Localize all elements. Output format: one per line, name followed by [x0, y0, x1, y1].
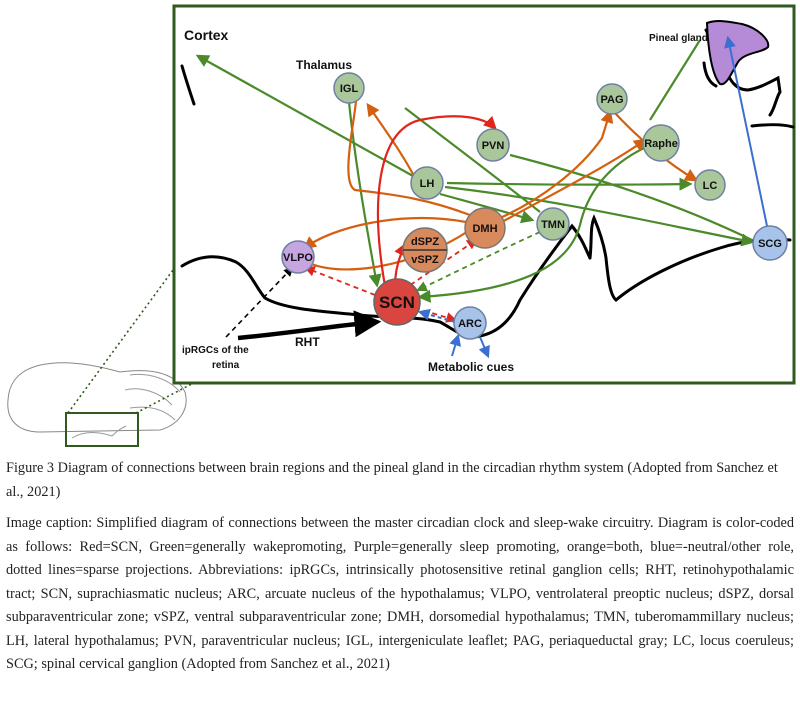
circadian-connection-diagram: SCN IGL PVN PAG Raphe LH LC TMN DMH dSPZ…: [7, 4, 796, 447]
red-sparse-projections: [303, 238, 478, 323]
node-tmn-label: TMN: [541, 219, 565, 231]
metabolic-down-arrow: [478, 336, 490, 359]
node-pvn-label: PVN: [482, 140, 505, 152]
dmh-to-lh-arrow: [347, 99, 471, 217]
figure-caption: Image caption: Simplified diagram of con…: [6, 515, 794, 672]
blue-projections: [417, 35, 768, 359]
tmn-to-scn-sparse-arrow: [416, 231, 541, 292]
node-vlpo-label: VLPO: [283, 252, 313, 264]
scn-to-arc-sparse-arrow: [414, 307, 458, 323]
node-lc-label: LC: [703, 180, 718, 192]
dmh-to-vlpo-arrow: [302, 217, 467, 250]
figure-title: Figure 3 Diagram of connections between …: [6, 460, 778, 500]
node-lc: LC: [694, 169, 726, 201]
zoom-region-box: [65, 412, 139, 447]
node-scg: SCG: [752, 225, 788, 261]
node-lh: LH: [410, 166, 444, 200]
node-igl-label: IGL: [340, 83, 359, 95]
pvn-to-scg-arrow: [509, 153, 753, 241]
node-scn-label: SCN: [379, 293, 415, 312]
pineal-gland-shape: [705, 20, 770, 86]
node-dspz-label: dSPZ: [411, 236, 439, 248]
node-arc: ARC: [453, 306, 487, 340]
rht-arrow: [237, 310, 382, 341]
node-spz: dSPZ vSPZ: [402, 227, 448, 273]
tmn-to-cortex-arrow: [404, 107, 541, 213]
raphe-to-scn-arrow: [417, 147, 645, 303]
node-pag: PAG: [596, 83, 628, 115]
node-dmh-label: DMH: [472, 223, 497, 235]
cortex-label: Cortex: [184, 27, 229, 43]
lh-to-cortex-arrow: [195, 54, 414, 177]
node-scg-label: SCG: [758, 238, 782, 250]
scn-to-pvn-arrow: [376, 115, 497, 287]
iprgc-to-vlpo-dashed-arrow: [225, 266, 294, 338]
node-raphe-label: Raphe: [644, 138, 678, 150]
arc-to-scn-sparse-arrow: [417, 308, 456, 323]
node-raphe: Raphe: [642, 124, 680, 162]
node-igl: IGL: [333, 72, 365, 104]
scg-to-pineal-arrow: [724, 35, 768, 227]
node-arc-label: ARC: [458, 318, 482, 330]
zoom-line-left: [67, 269, 174, 414]
dmh-to-pag-arrow: [499, 109, 614, 220]
lh-to-tmn-arrow: [439, 192, 535, 224]
scg-pineal-link: [649, 39, 701, 121]
iprgcs-label-line1: ipRGCs of the: [182, 345, 249, 356]
lh-to-lc-arrow: [446, 177, 693, 191]
lh-to-scg-arrow: [444, 185, 755, 247]
node-scn: SCN: [373, 278, 421, 326]
dmh-to-raphe-arrow: [501, 138, 648, 223]
scn-to-vlpo-sparse-arrow: [303, 266, 376, 296]
node-dmh: DMH: [464, 207, 506, 249]
rht-label: RHT: [295, 335, 320, 349]
node-pag-label: PAG: [600, 94, 623, 106]
scn-to-dmh-sparse-arrow: [402, 238, 478, 291]
brain-thumbnail: [7, 362, 187, 447]
node-vspz-label: vSPZ: [411, 254, 439, 266]
node-lh-label: LH: [420, 178, 435, 190]
pineal-gland-label: Pineal gland: [649, 33, 708, 44]
node-pvn: PVN: [476, 128, 510, 162]
node-tmn: TMN: [536, 207, 570, 241]
green-projections: [195, 39, 755, 303]
node-vlpo: VLPO: [281, 240, 315, 274]
thalamus-label: Thalamus: [296, 58, 352, 72]
metabolic-up-arrow: [449, 333, 461, 357]
metabolic-cues-label: Metabolic cues: [428, 360, 514, 374]
iprgcs-label-line2: retina: [212, 360, 240, 371]
